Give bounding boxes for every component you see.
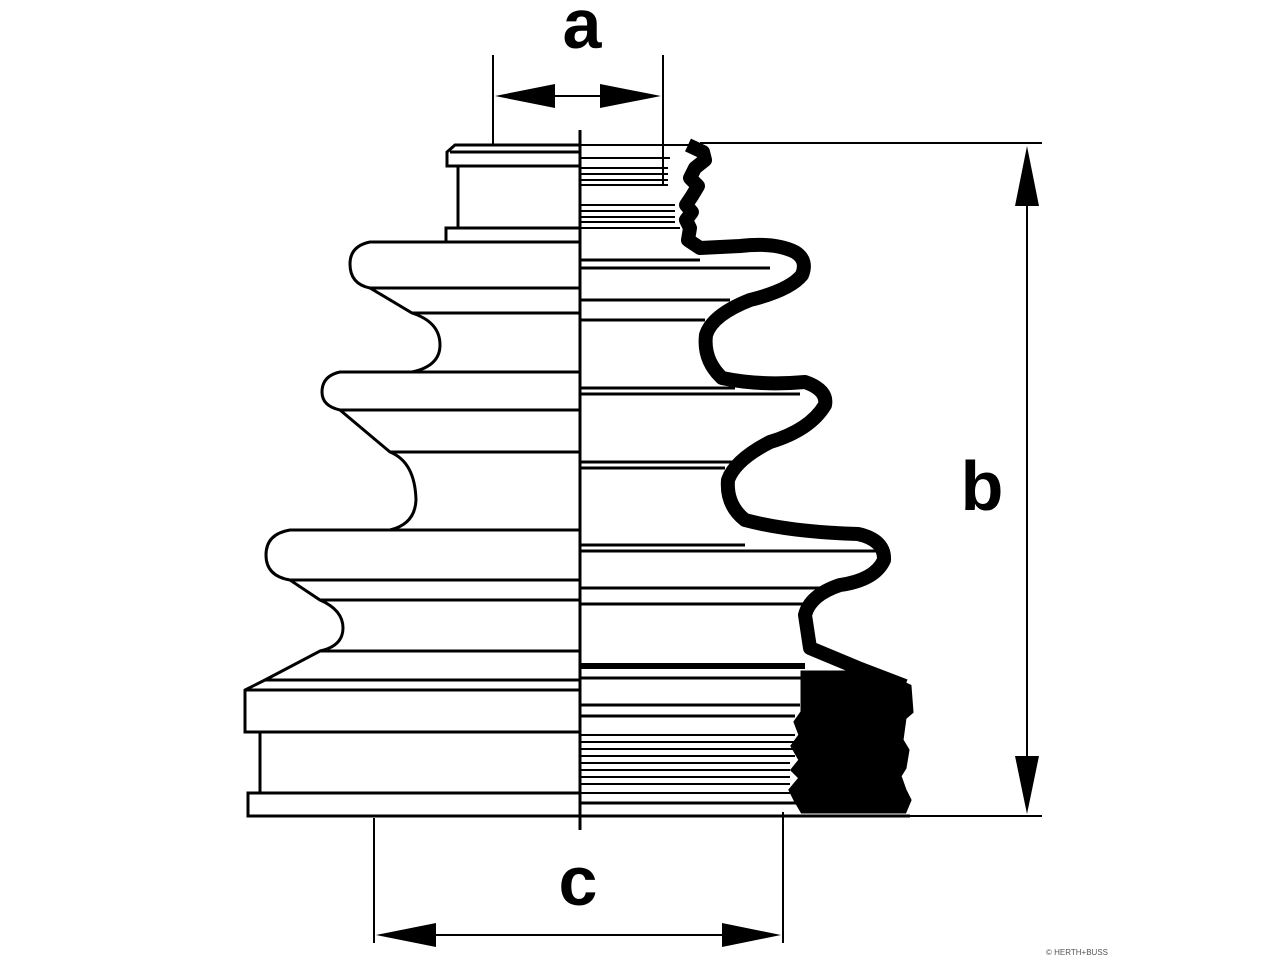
dimension-c-arrow-left (376, 923, 436, 947)
dimension-c-arrow-right (722, 923, 781, 947)
dimension-a-label: a (563, 0, 603, 63)
dimension-c: c (373, 812, 784, 947)
dimension-b-arrow-bottom (1015, 756, 1039, 814)
dimension-c-label: c (559, 842, 598, 920)
dimension-a: a (492, 0, 664, 185)
boot-section-right-half (580, 138, 914, 818)
dimension-b: b (700, 142, 1042, 817)
dimension-a-arrow-left (495, 84, 555, 108)
dimension-b-arrow-top (1015, 146, 1039, 206)
brand-credit: © HERTH+BUSS (1046, 948, 1108, 957)
dimension-a-arrow-right (600, 84, 661, 108)
boot-outline-left-half (243, 143, 580, 818)
dimension-b-label: b (961, 447, 1004, 525)
boot-wall-section (679, 138, 908, 693)
boot-clamp-section (788, 670, 914, 814)
